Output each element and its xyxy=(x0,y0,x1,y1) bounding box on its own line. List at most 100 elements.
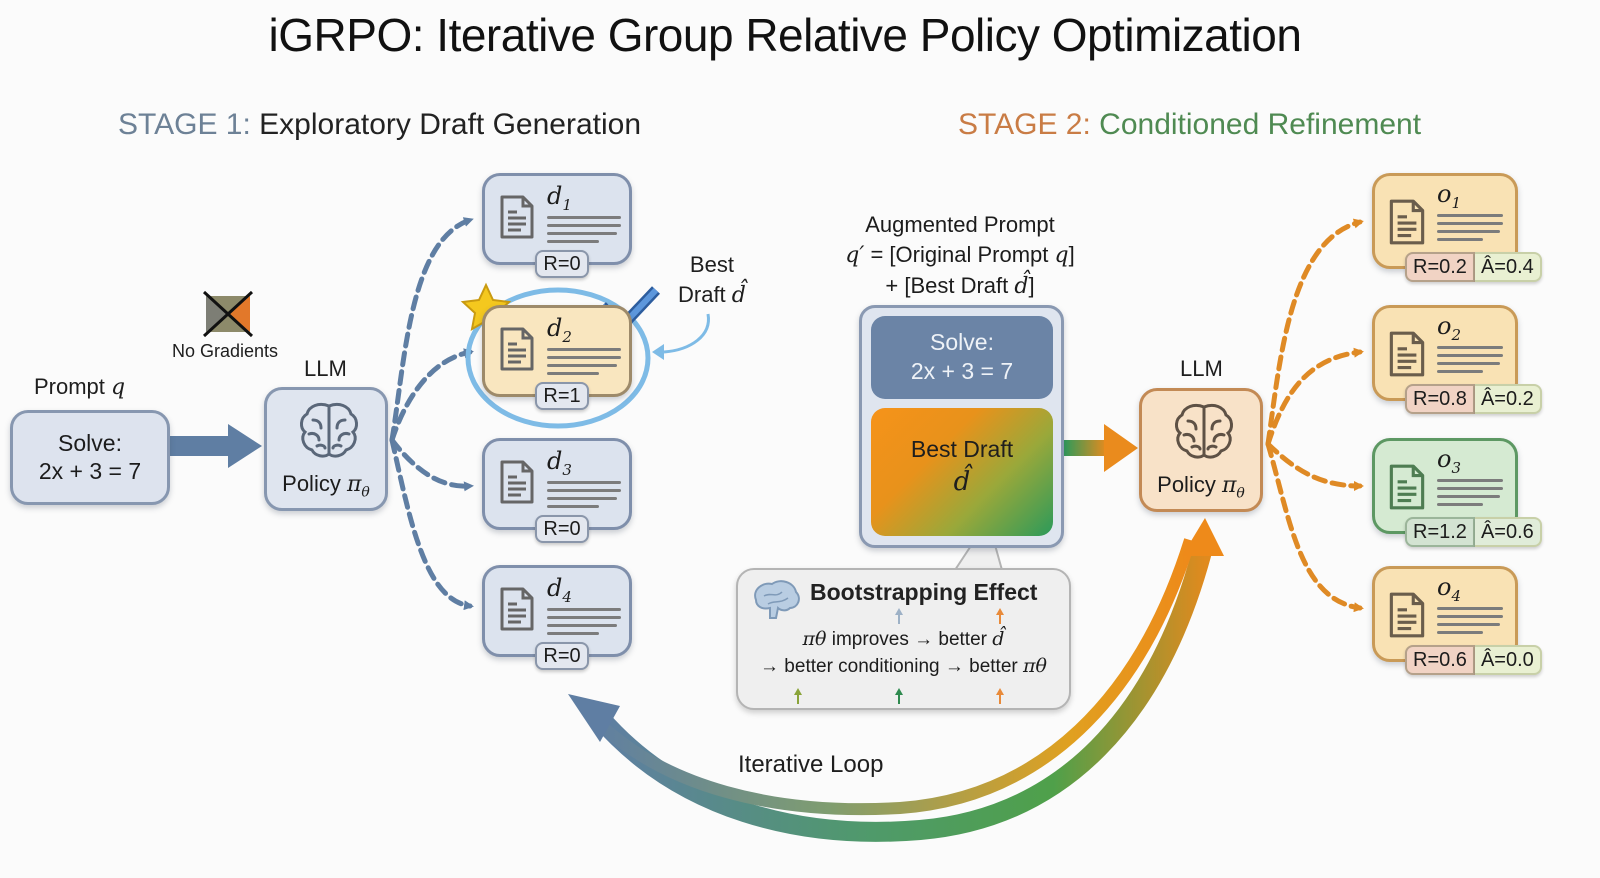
llm1-policy-box: Policy πθ xyxy=(264,387,388,511)
fan-arrow-d1 xyxy=(389,217,474,443)
pi-theta-symbol: πθ xyxy=(802,628,827,650)
bootstrapping-title: Bootstrapping Effect xyxy=(810,579,1038,605)
prompt-label: Prompt q xyxy=(34,374,125,400)
bootstrapping-callout: Bootstrapping Effect πθ improves → bette… xyxy=(736,568,1071,710)
draft-letter: d xyxy=(547,182,563,210)
document-icon xyxy=(499,586,535,632)
output-index: 3 xyxy=(1451,458,1461,477)
output-name: o2 xyxy=(1437,312,1461,344)
draft-name: d2 xyxy=(547,314,572,346)
llm2-pi: π xyxy=(1221,472,1237,498)
bootstrap-small-arrows xyxy=(794,608,1004,704)
text-lines-placeholder xyxy=(1437,346,1503,378)
best-draft-highlight xyxy=(465,287,651,429)
augmented-draft-symbol: d̂ xyxy=(953,467,971,497)
bracket-close-2: ] xyxy=(1028,273,1035,298)
llm2-policy-box: Policy πθ xyxy=(1139,388,1263,512)
text-lines-placeholder xyxy=(547,348,621,380)
document-icon xyxy=(499,194,535,240)
text-lines-placeholder xyxy=(547,481,621,513)
text-lines-placeholder xyxy=(1437,479,1503,511)
document-icon xyxy=(1387,591,1427,639)
reward-badge: R=0 xyxy=(535,642,589,670)
output-card-1: o1 R=0.2 Â=0.4 xyxy=(1372,173,1542,282)
best-draft-line1: Best xyxy=(689,252,734,277)
llm2-theta: θ xyxy=(1236,485,1245,501)
document-icon xyxy=(1387,330,1427,378)
no-gradient-icon xyxy=(202,290,254,338)
brain-icon xyxy=(1175,403,1233,459)
draft-name: d4 xyxy=(547,574,572,606)
draft-name: d3 xyxy=(547,447,572,479)
advantage-badge: Â=0.6 xyxy=(1474,517,1542,547)
pi-theta-symbol-2: πθ xyxy=(1023,655,1047,677)
augmented-solve-line1: Solve: xyxy=(930,329,994,355)
brain-icon xyxy=(300,402,358,458)
draft-letter: d xyxy=(547,447,563,475)
best-draft-label: Best Draft d̂ xyxy=(678,250,746,311)
draft-letter: d xyxy=(547,314,563,342)
draft-index: 4 xyxy=(562,587,572,606)
prompt-line1: Solve: xyxy=(58,430,122,456)
llm2-policy-text: Policy xyxy=(1157,471,1222,497)
output-index: 1 xyxy=(1451,193,1461,212)
draft-index: 2 xyxy=(562,327,572,346)
llm1-pi: π xyxy=(346,471,362,497)
output-letter: o xyxy=(1437,445,1452,473)
q-prime-symbol: q′ xyxy=(845,243,865,268)
bracket-close: ] xyxy=(1068,242,1075,267)
llm1-label: LLM xyxy=(304,356,347,381)
score-badges: R=0.6 Â=0.0 xyxy=(1405,645,1542,675)
output-name: o1 xyxy=(1437,180,1461,212)
d-hat-symbol: d̂ xyxy=(1014,274,1029,299)
stage1-label: STAGE 1: xyxy=(118,108,251,141)
reward-badge: R=0 xyxy=(535,250,589,278)
text-lines-placeholder xyxy=(1437,214,1503,246)
no-gradients-label: No Gradients xyxy=(172,341,279,361)
prompt-line2: 2x + 3 = 7 xyxy=(38,458,142,484)
augmented-best-draft-panel: Best Draft d̂ xyxy=(871,408,1053,536)
best-draft-pointer xyxy=(663,313,710,354)
output-letter: o xyxy=(1437,312,1452,340)
advantage-badge: Â=0.2 xyxy=(1474,384,1542,414)
score-badges: R=0.8 Â=0.2 xyxy=(1405,384,1542,414)
draft-card-2: d2 R=1 xyxy=(482,305,632,410)
reward-badge: R=0 xyxy=(535,515,589,543)
stage1-heading: STAGE 1: Exploratory Draft Generation xyxy=(118,108,641,142)
augmented-line3: + [Best Draft xyxy=(885,273,1015,298)
document-icon xyxy=(499,326,535,372)
fan-arrow-o2 xyxy=(1265,347,1364,447)
output-card-2: o2 R=0.8 Â=0.2 xyxy=(1372,305,1542,414)
reward-badge: R=0.8 xyxy=(1405,384,1475,414)
draft-index: 1 xyxy=(562,195,572,214)
prompt-symbol: q xyxy=(111,375,126,400)
output-letter: o xyxy=(1437,180,1452,208)
augmented-prompt-label: Augmented Prompt q′ = [Original Prompt q… xyxy=(830,210,1090,302)
augmented-to-llm-arrow xyxy=(1064,424,1138,472)
prompt-box: Solve: 2x + 3 = 7 xyxy=(10,410,170,505)
draft-card-1: d1 R=0 xyxy=(482,173,632,278)
iterative-loop-arrow xyxy=(568,518,1224,842)
document-icon xyxy=(499,459,535,505)
fan-arrow-o3 xyxy=(1265,441,1364,491)
bootstrapping-line1: πθ improves → better d̂ xyxy=(738,628,1069,651)
output-name: o3 xyxy=(1437,445,1461,477)
draft-letter: d xyxy=(547,574,563,602)
llm2-label: LLM xyxy=(1180,356,1223,381)
reward-badge: R=0.2 xyxy=(1405,252,1475,282)
output-name: o4 xyxy=(1437,573,1461,605)
best-draft-line2: Draft xyxy=(678,282,732,307)
draft-name: d1 xyxy=(547,182,572,214)
llm1-policy-label: Policy πθ xyxy=(267,471,385,500)
best-draft-symbol: d̂ xyxy=(731,283,746,308)
stage2-label: STAGE 2: xyxy=(958,108,1091,141)
augmented-prompt-box: Solve: 2x + 3 = 7 Best Draft d̂ xyxy=(859,305,1064,548)
document-icon xyxy=(1387,198,1427,246)
llm2-policy-label: Policy πθ xyxy=(1142,472,1260,501)
augmented-title: Augmented Prompt xyxy=(865,212,1055,237)
stage2-title: Conditioned Refinement xyxy=(1090,108,1422,141)
text-lines-placeholder xyxy=(547,608,621,640)
fan-arrow-o4 xyxy=(1265,441,1364,613)
d-hat-symbol-2: d̂ xyxy=(992,628,1005,650)
